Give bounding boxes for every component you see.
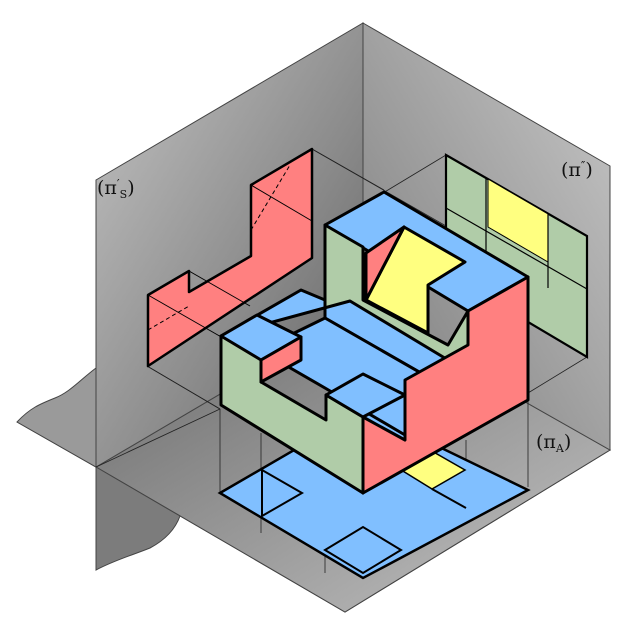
horizontal-plane-label: (πA) (536, 431, 572, 455)
object-small-block-right (324, 372, 407, 419)
side-plane-lower-cut (95, 466, 181, 571)
object-small-block-left-face (259, 335, 303, 384)
isometric-object (219, 190, 530, 495)
horizontal-plane-cut-edge (16, 366, 97, 468)
frontal-plane-label: (π″) (561, 159, 593, 181)
object-face-red-small-back (364, 225, 406, 302)
side-plane-label: (π′S) (97, 177, 135, 201)
